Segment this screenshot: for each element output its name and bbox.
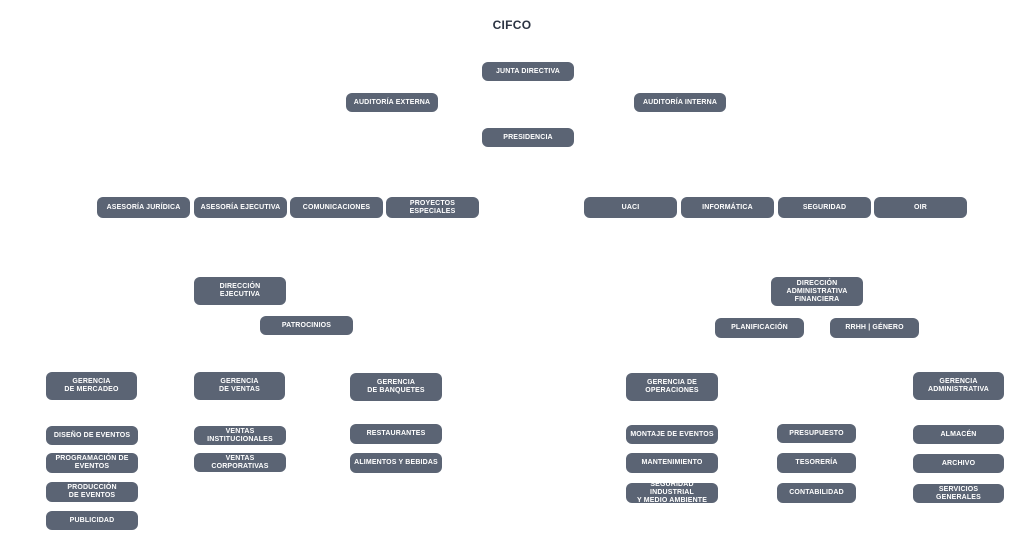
- node-auditoria-interna: AUDITORÍA INTERNA: [634, 93, 726, 112]
- node-patrocinios: PATROCINIOS: [260, 316, 353, 335]
- node-produccion-eventos: PRODUCCIÓN DE EVENTOS: [46, 482, 138, 502]
- node-planificacion: PLANIFICACIÓN: [715, 318, 804, 338]
- node-informatica: INFORMÁTICA: [681, 197, 774, 218]
- chart-title: CIFCO: [492, 18, 532, 32]
- node-gerencia-ventas: GERENCIA DE VENTAS: [194, 372, 285, 400]
- node-comunicaciones: COMUNICACIONES: [290, 197, 383, 218]
- node-publicidad: PUBLICIDAD: [46, 511, 138, 530]
- node-alimentos-bebidas: ALIMENTOS Y BEBIDAS: [350, 453, 442, 473]
- node-presupuesto: PRESUPUESTO: [777, 424, 856, 443]
- node-mantenimiento: MANTENIMIENTO: [626, 453, 718, 473]
- node-proyectos-especiales: PROYECTOS ESPECIALES: [386, 197, 479, 218]
- node-gerencia-administrativa: GERENCIA ADMINISTRATIVA: [913, 372, 1004, 400]
- node-junta-directiva: JUNTA DIRECTIVA: [482, 62, 574, 81]
- node-rrhh-genero: RRHH | GÉNERO: [830, 318, 919, 338]
- node-montaje-eventos: MONTAJE DE EVENTOS: [626, 425, 718, 444]
- node-programacion-eventos: PROGRAMACIÓN DE EVENTOS: [46, 453, 138, 473]
- node-seguridad: SEGURIDAD: [778, 197, 871, 218]
- node-servicios-generales: SERVICIOS GENERALES: [913, 484, 1004, 503]
- node-direccion-ejecutiva: DIRECCIÓN EJECUTIVA: [194, 277, 286, 305]
- node-auditoria-externa: AUDITORÍA EXTERNA: [346, 93, 438, 112]
- node-presidencia: PRESIDENCIA: [482, 128, 574, 147]
- node-ventas-institucionales: VENTAS INSTITUCIONALES: [194, 426, 286, 445]
- node-asesoria-ejecutiva: ASESORÍA EJECUTIVA: [194, 197, 287, 218]
- node-archivo: ARCHIVO: [913, 454, 1004, 473]
- node-diseno-eventos: DISEÑO DE EVENTOS: [46, 426, 138, 445]
- node-gerencia-mercadeo: GERENCIA DE MERCADEO: [46, 372, 137, 400]
- node-seguridad-industrial: SEGURIDAD INDUSTRIAL Y MEDIO AMBIENTE: [626, 481, 718, 504]
- node-restaurantes: RESTAURANTES: [350, 424, 442, 444]
- node-gerencia-operaciones: GERENCIA DE OPERACIONES: [626, 373, 718, 401]
- node-contabilidad: CONTABILIDAD: [777, 483, 856, 503]
- node-almacen: ALMACÉN: [913, 425, 1004, 444]
- node-oir: OIR: [874, 197, 967, 218]
- node-ventas-corporativas: VENTAS CORPORATIVAS: [194, 453, 286, 472]
- node-tesoreria: TESORERÍA: [777, 453, 856, 473]
- node-uaci: UACI: [584, 197, 677, 218]
- node-gerencia-banquetes: GERENCIA DE BANQUETES: [350, 373, 442, 401]
- node-asesoria-juridica: ASESORÍA JURÍDICA: [97, 197, 190, 218]
- node-direccion-administrativa-financiera: DIRECCIÓN ADMINISTRATIVA FINANCIERA: [771, 277, 863, 306]
